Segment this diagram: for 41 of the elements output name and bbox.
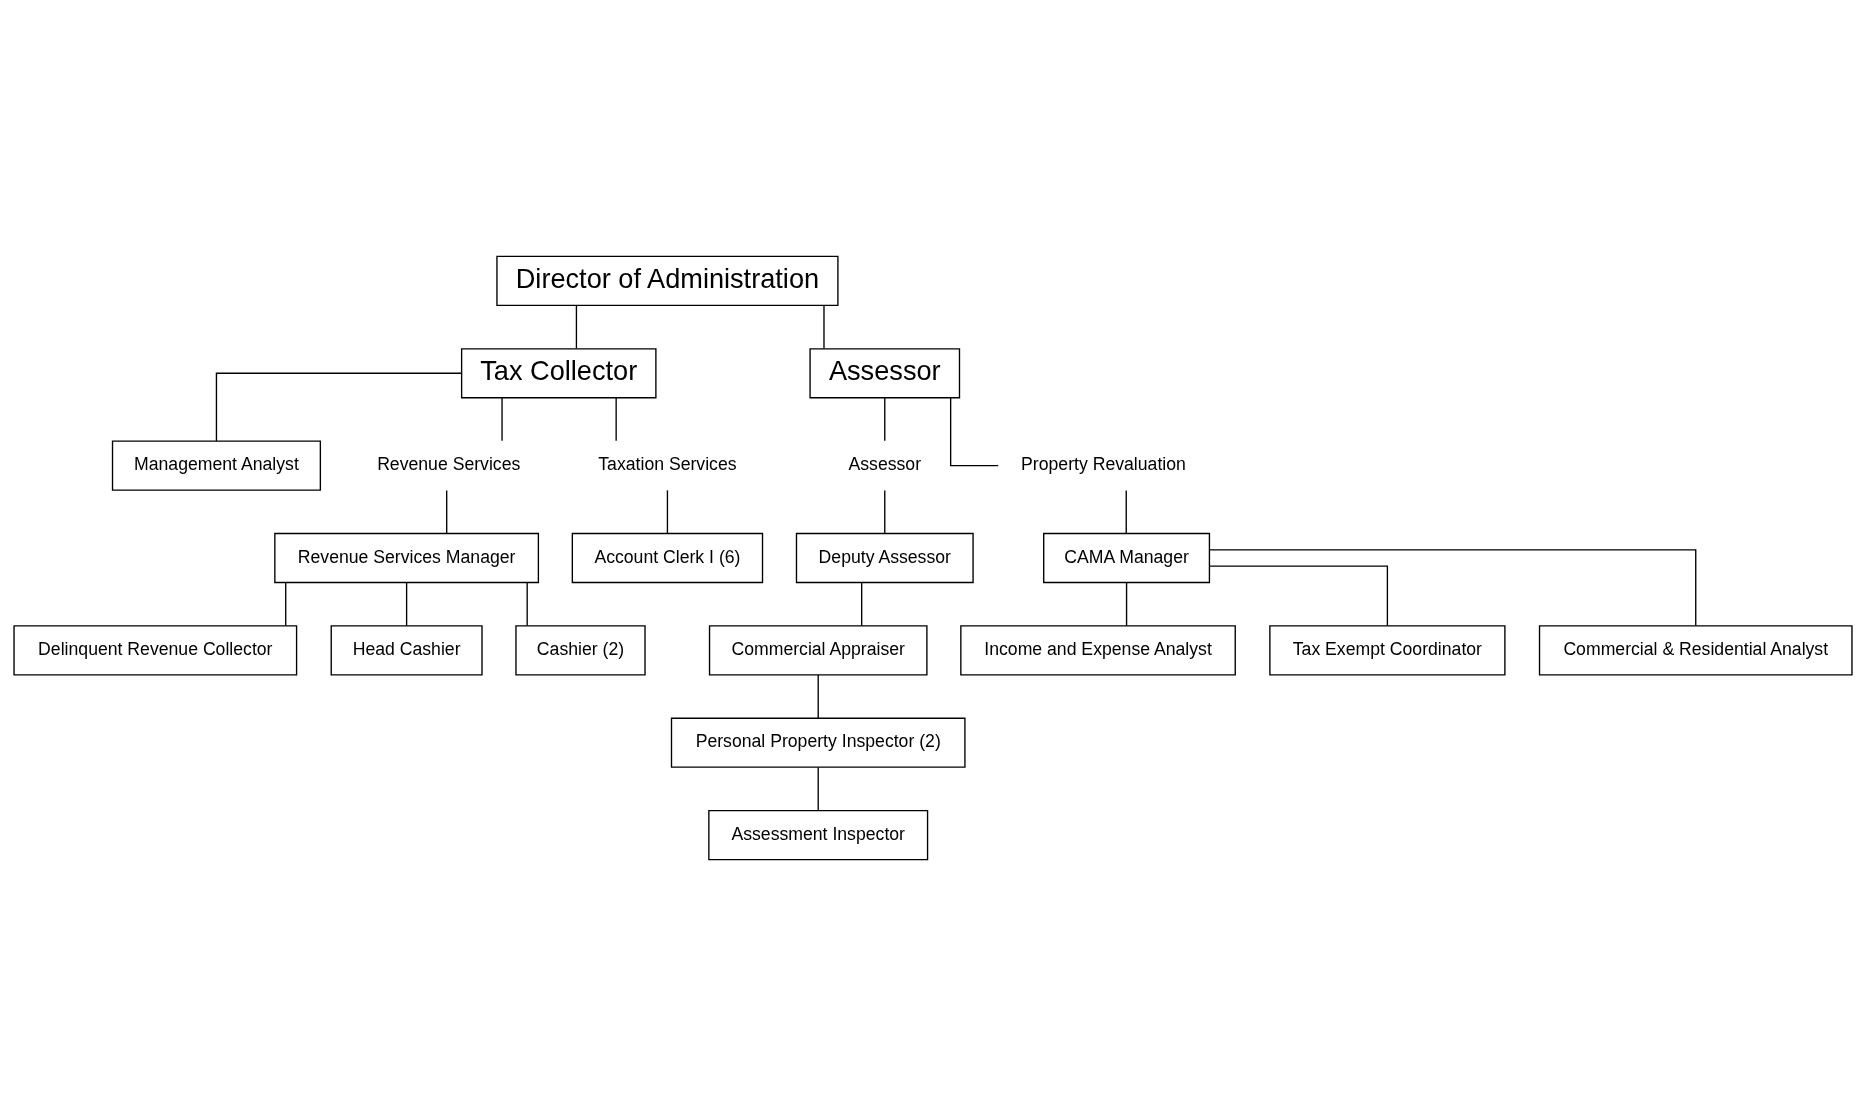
node-box: Account Clerk I (6) <box>571 532 764 584</box>
connector <box>615 397 617 442</box>
connector <box>215 372 463 442</box>
node-box: Management Analyst <box>111 440 322 491</box>
connector <box>823 304 825 350</box>
connector <box>817 766 819 811</box>
node-box: Delinquent Revenue Collector <box>13 625 298 676</box>
node-text: Revenue Services <box>377 454 521 475</box>
node-box: Deputy Assessor <box>795 532 974 584</box>
node-box: Commercial & Residential Analyst <box>1538 625 1853 676</box>
node-text: Taxation Services <box>598 454 737 475</box>
connector <box>1209 549 1697 627</box>
connector <box>526 582 528 627</box>
node-box: Cashier (2) <box>515 625 646 676</box>
connector <box>666 489 669 534</box>
node-box: Income and Expense Analyst <box>960 625 1236 676</box>
connector <box>285 582 287 627</box>
node-box: Tax Collector <box>460 348 657 399</box>
connector <box>446 489 448 534</box>
node-box: Tax Exempt Coordinator <box>1269 625 1506 676</box>
connector <box>861 582 863 627</box>
connector <box>405 582 408 627</box>
connector <box>884 397 886 442</box>
node-box: Director of Administration <box>496 255 839 306</box>
connector <box>501 397 503 442</box>
connector <box>817 674 819 719</box>
node-box: Assessor <box>809 348 961 399</box>
connector <box>1125 582 1128 627</box>
node-box: Commercial Appraiser <box>708 625 928 676</box>
node-box: Personal Property Inspector (2) <box>670 717 966 768</box>
connector <box>1125 489 1127 534</box>
connector <box>1208 565 1389 627</box>
node-text: Assessor <box>848 454 922 475</box>
node-box: CAMA Manager <box>1043 532 1211 584</box>
connector <box>575 304 578 350</box>
node-text: Property Revaluation <box>1021 454 1186 475</box>
connector <box>950 397 999 467</box>
node-box: Head Cashier <box>330 625 483 676</box>
node-box: Assessment Inspector <box>708 810 929 861</box>
node-box: Revenue Services Manager <box>274 532 540 584</box>
connector <box>884 489 886 534</box>
